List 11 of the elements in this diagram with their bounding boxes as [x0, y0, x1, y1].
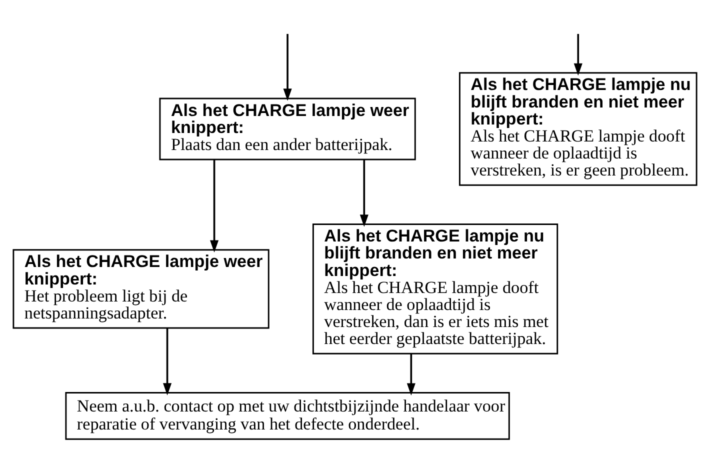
arrow — [406, 353, 416, 395]
node-box: Als het CHARGE lampje weer knippert: Plaats dan een ander batterijpak. — [159, 97, 416, 160]
node-box: Als het CHARGE lampje nu blijft branden en niet meer knippert: Als het CHARGE lampje dooft wanneer de oplaadtijd is verstreken, is er geen probleem. — [458, 72, 698, 186]
arrow — [210, 159, 219, 252]
node-box: Neem a.u.b. contact op met uw dichtstbijzijnde handelaar voor reparatie of vervanging van het defecte onderdeel. — [65, 391, 510, 440]
arrow — [360, 159, 368, 226]
arrow — [163, 328, 172, 395]
arrow — [574, 33, 582, 76]
node-box: Als het CHARGE lampje weer knippert: Het probleem ligt bij de netspanningsadapter. — [12, 248, 270, 328]
node-box: Als het CHARGE lampje nu blijft branden en niet meer knippert: Als het CHARGE lampje dooft wanneer de oplaadtijd is verstreken, dan is er iets mis met het eerder geplaatste batterijpak. — [312, 223, 558, 354]
arrow — [283, 33, 292, 100]
